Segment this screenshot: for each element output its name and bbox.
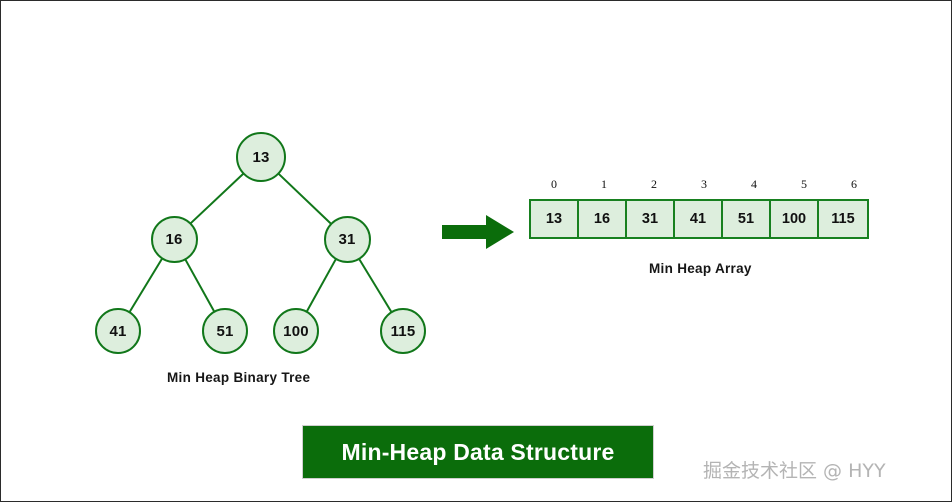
array-index-label: 6 [851,177,857,191]
tree-edge [184,258,216,313]
array-caption: Min Heap Array [649,261,752,276]
array-cell: 16 [579,201,627,237]
title-banner: Min-Heap Data Structure [302,425,654,479]
tree-node-115: 115 [380,308,426,354]
tree-node-label: 100 [283,322,309,340]
array-index-label: 5 [801,177,807,191]
array-index-row: 0 1 2 3 4 5 6 [529,177,879,192]
tree-edge [357,257,393,313]
array-cell: 41 [675,201,723,237]
tree-node-label: 16 [165,230,183,248]
watermark: 掘金技术社区 @ HYY [703,460,886,482]
tree-caption: Min Heap Binary Tree [167,370,311,385]
tree-node-label: 115 [390,322,416,340]
tree-edge [128,257,164,313]
array-cell: 51 [723,201,771,237]
title-banner-label: Min-Heap Data Structure [341,438,615,465]
array-cell: 115 [819,201,867,237]
right-arrow-icon [442,215,514,249]
tree-node-31: 31 [323,215,371,263]
array-index-label: 2 [651,177,657,191]
tree-node-label: 13 [252,148,270,166]
tree-edge [189,172,245,225]
tree-node-13: 13 [236,132,286,182]
array-index-label: 4 [751,177,757,191]
tree-node-41: 41 [95,308,141,354]
tree-node-label: 31 [338,230,356,248]
array-index-label: 1 [601,177,607,191]
tree-edges [128,172,393,313]
min-heap-binary-tree: 13 16 31 41 51 100 115 Min Heap Binary T… [1,1,471,401]
array-cell: 31 [627,201,675,237]
tree-node-label: 41 [109,322,127,340]
tree-edge [305,258,337,313]
tree-edge [277,172,332,225]
tree-node-16: 16 [150,215,198,263]
array-cell: 100 [771,201,819,237]
array-index-label: 0 [551,177,557,191]
tree-node-100: 100 [273,308,319,354]
tree-node-label: 51 [216,322,234,340]
array-cell: 13 [531,201,579,237]
array-index-label: 3 [701,177,707,191]
tree-node-51: 51 [202,308,248,354]
